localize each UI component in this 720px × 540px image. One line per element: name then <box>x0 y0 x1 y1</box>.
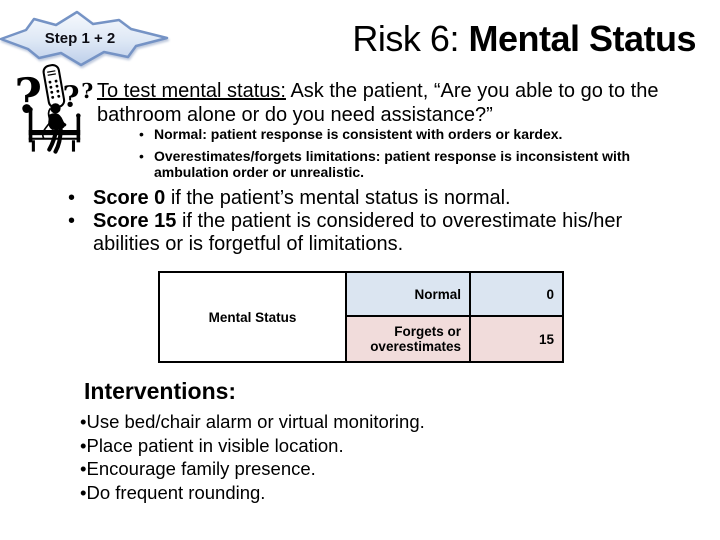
interventions-section: Interventions: •Use bed/chair alarm or v… <box>80 378 640 504</box>
intro-underlined: To test mental status: <box>97 80 286 102</box>
mental-status-score-table: Mental Status Normal 0 Forgets or overes… <box>158 271 564 363</box>
title-prefix: Risk 6: <box>352 18 469 59</box>
intervention-text: Encourage family presence. <box>86 458 316 479</box>
call-button-icon <box>42 64 66 109</box>
bullet-icon: • <box>68 210 76 232</box>
bullet-icon: • <box>80 434 87 456</box>
intro-paragraph: To test mental status: Ask the patient, … <box>97 80 693 127</box>
svg-text:?: ? <box>63 79 80 113</box>
list-item: • Normal: patient response is consistent… <box>137 126 633 143</box>
question-marks-bed-icon: ? ? ? <box>14 64 93 154</box>
svg-text:?: ? <box>14 70 42 125</box>
list-item: •Place patient in visible location. <box>80 434 640 458</box>
svg-text:?: ? <box>81 79 93 103</box>
table-cell-forgets-label: Forgets or overestimates <box>345 315 469 361</box>
score-15-lead: Score 15 <box>93 210 177 232</box>
criteria-bullet-list: • Normal: patient response is consistent… <box>137 126 633 186</box>
list-item: •Encourage family presence. <box>80 457 640 481</box>
list-item: •Use bed/chair alarm or virtual monitori… <box>80 410 640 434</box>
list-item: •Do frequent rounding. <box>80 481 640 505</box>
table-cell-normal-score: 0 <box>469 273 562 315</box>
burst-shape-icon <box>0 10 169 67</box>
table-row-header: Mental Status <box>160 273 345 361</box>
bullet-icon: • <box>80 411 87 432</box>
step-banner-label: Step 1 + 2 <box>44 29 116 47</box>
criteria-normal-text: Normal: patient response is consistent w… <box>154 126 563 142</box>
step-banner: Step 1 + 2 <box>0 10 172 68</box>
intervention-text: Use bed/chair alarm or virtual monitorin… <box>86 411 425 432</box>
page-title: Risk 6: Mental Status <box>352 18 696 60</box>
list-item: • Score 0 if the patient’s mental status… <box>68 187 670 210</box>
person-on-bed-icon <box>28 103 81 154</box>
title-emphasis: Mental Status <box>468 18 696 59</box>
interventions-heading: Interventions: <box>84 378 237 404</box>
score-bullet-list: • Score 0 if the patient’s mental status… <box>68 187 670 256</box>
bullet-icon: • <box>139 126 144 142</box>
bullet-icon: • <box>68 187 76 209</box>
list-item: • Score 15 if the patient is considered … <box>68 210 670 256</box>
list-item: • Overestimates/forgets limitations: pat… <box>137 148 633 181</box>
intervention-text: Do frequent rounding. <box>86 481 266 503</box>
score-0-lead: Score 0 <box>93 187 166 209</box>
bullet-icon: • <box>80 481 87 503</box>
bullet-icon: • <box>80 458 87 479</box>
score-15-text: if the patient is considered to overesti… <box>93 210 623 255</box>
table-cell-normal-label: Normal <box>345 273 469 315</box>
score-0-text: if the patient’s mental status is normal… <box>165 187 511 209</box>
criteria-overestimates-text: Overestimates/forgets limitations: patie… <box>154 147 631 181</box>
intervention-text: Place patient in visible location. <box>86 434 344 456</box>
table-cell-forgets-score: 15 <box>469 315 562 361</box>
intro-rest: Ask the patient, “Are you able to go to … <box>97 80 659 126</box>
bullet-icon: • <box>139 147 144 164</box>
confused-patient-clipart: ? ? ? <box>2 58 110 166</box>
